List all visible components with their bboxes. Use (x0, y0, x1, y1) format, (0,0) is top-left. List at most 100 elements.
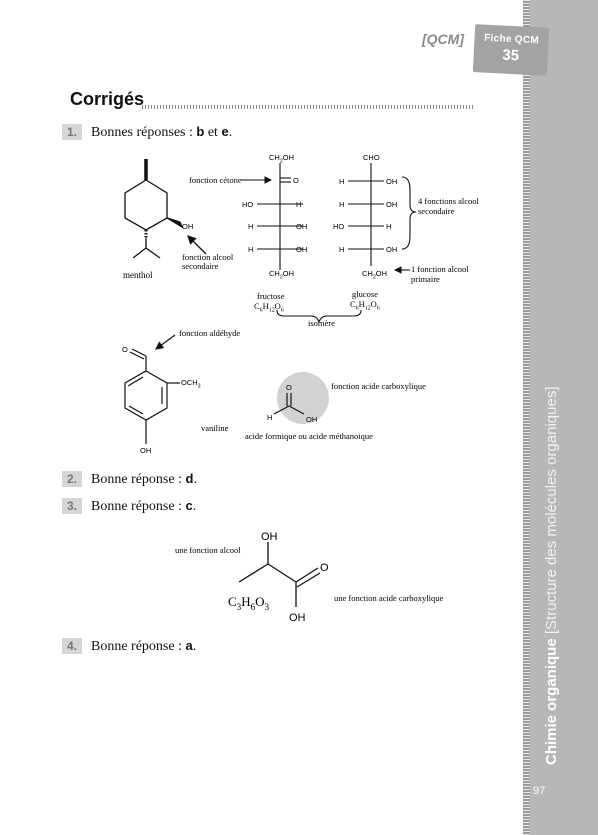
lactic-alcohol-label: une fonction alcool (175, 545, 241, 555)
fructose-row-2-right: OH (296, 222, 307, 231)
answer-2-prefix: Bonne réponse : (91, 472, 186, 487)
answer-1-letter-a: b (196, 124, 205, 139)
glucose-brace (401, 176, 417, 250)
fructose-name: fructose (257, 291, 285, 301)
lactic-oh-top: OH (261, 531, 278, 543)
menthol-oh-wedge (166, 217, 184, 229)
formic-o: O (286, 383, 292, 392)
answer-1-joiner: et (204, 125, 222, 140)
menthol-isopropyl-left (132, 247, 147, 259)
vanilline-o: O (122, 345, 128, 354)
glucose-alcohol-prim-line2: primaire (411, 274, 440, 284)
answer-1-letter-b: e (221, 124, 229, 139)
lactic-bond-1 (238, 563, 269, 583)
vanilline-label: vaniline (201, 423, 229, 433)
question-number-4: 4. (62, 638, 82, 654)
formic-h: H (267, 413, 272, 422)
menthol-ring (124, 179, 168, 231)
glucose-row-3-left: HO (333, 222, 344, 231)
formic-coh-bond (288, 405, 305, 415)
lactic-acid-label: une fonction acide carboxylique (334, 593, 444, 603)
formic-ch-bond (273, 405, 290, 415)
fructose-structure (241, 163, 303, 270)
answer-1: Bonnes réponses : b et e. (91, 124, 232, 141)
glucose-row-1-left: H (339, 177, 344, 186)
page-title: Corrigés (70, 89, 145, 109)
menthol-label: menthol (123, 270, 153, 280)
vanilline-co-bond-1 (131, 348, 147, 357)
fructose-top: CH2OH (269, 153, 294, 164)
fructose-bottom: CH2OH (269, 269, 294, 280)
aldehyde-arrow (155, 334, 176, 350)
ketone-label: fonction cétone (189, 175, 242, 185)
sidebar-band (523, 0, 598, 835)
title-rule (142, 105, 474, 109)
lactic-co-bond-2 (296, 572, 321, 588)
glucose-row-4-left: H (339, 245, 344, 254)
lactic-o: O (320, 562, 329, 574)
menthol-annotation-line1: fonction alcool (182, 252, 234, 262)
glucose-alcohol-prim-line1: 1 fonction alcool (411, 264, 469, 274)
answer-2: Bonne réponse : d. (91, 471, 197, 488)
lactic-formula: C3H6O3 (228, 594, 270, 612)
glucose-structure (276, 163, 417, 324)
vanilline-structure (124, 334, 180, 444)
isomere-label: isomère (308, 318, 335, 328)
menthol-structure (124, 159, 207, 259)
lactic-bond-2 (267, 563, 297, 583)
answer-2-suffix: . (193, 472, 197, 487)
fructose-row-2-left: H (248, 222, 253, 231)
carboxylic-highlight (277, 372, 329, 424)
glucose-alcohol-sec-line2: secondaire (418, 206, 455, 216)
glucose-formula: C6H12O6 (350, 299, 380, 312)
aldehyde-label: fonction aldéhyde (179, 328, 240, 338)
lactic-structure (238, 542, 321, 607)
sidebar-stripes (523, 0, 530, 835)
formic-name: acide formique ou acide méthanoique (245, 431, 373, 441)
formic-structure (273, 393, 305, 415)
glucose-row-3-right: H (386, 222, 391, 231)
vanilline-och3: OCH3 (181, 378, 201, 389)
answer-4-prefix: Bonne réponse : (91, 639, 186, 654)
glucose-row-4-right: OH (386, 245, 397, 254)
answer-3-suffix: . (192, 499, 197, 514)
vanilline-oh: OH (140, 446, 151, 455)
answer-3: Bonne réponse : c. (91, 498, 196, 515)
answer-4-suffix: . (192, 639, 197, 654)
answer-2-letter: d (185, 471, 194, 486)
fructose-row-3-left: H (248, 245, 253, 254)
answer-3-letter: c (185, 498, 193, 513)
glucose-row-2-right: OH (386, 200, 397, 209)
glucose-name: glucose (352, 289, 378, 299)
lactic-co-bond-1 (295, 567, 319, 583)
page-number: 97 (533, 785, 546, 797)
question-number-3: 3. (62, 498, 82, 514)
fructose-formula: C6H12O6 (254, 301, 284, 314)
answer-4: Bonne réponse : a. (91, 638, 196, 655)
menthol-oh: OH (182, 222, 193, 231)
menthol-arrow (187, 235, 207, 255)
vanilline-co-bond-2 (129, 351, 145, 360)
fructose-row-1-left: HO (242, 200, 253, 209)
qcm-label: [QCM] (422, 31, 464, 47)
formic-oh: OH (306, 415, 317, 424)
fructose-o: O (293, 176, 299, 185)
glucose-top: CHO (363, 153, 380, 162)
menthol-annotation-line2: secondaire (182, 261, 219, 271)
vanilline-inner-1 (127, 376, 144, 387)
glucose-alcohol-sec-line1: 4 fonctions alcool (418, 196, 480, 206)
answer-4-letter: a (185, 638, 193, 653)
question-number-2: 2. (62, 471, 82, 487)
carboxylic-label: fonction acide carboxylique (331, 381, 426, 391)
glucose-bottom: CH2OH (362, 269, 387, 280)
glucose-row-2-left: H (339, 200, 344, 209)
lactic-oh-bottom: OH (289, 612, 306, 624)
glucose-row-1-right: OH (386, 177, 397, 186)
vanilline-inner-3 (128, 405, 144, 415)
vanilline-ring (124, 370, 168, 421)
isomere-brace (276, 309, 362, 324)
fructose-row-1-right: H (296, 200, 301, 209)
question-number-1: 1. (62, 124, 82, 140)
fructose-row-3-right: OH (296, 245, 307, 254)
